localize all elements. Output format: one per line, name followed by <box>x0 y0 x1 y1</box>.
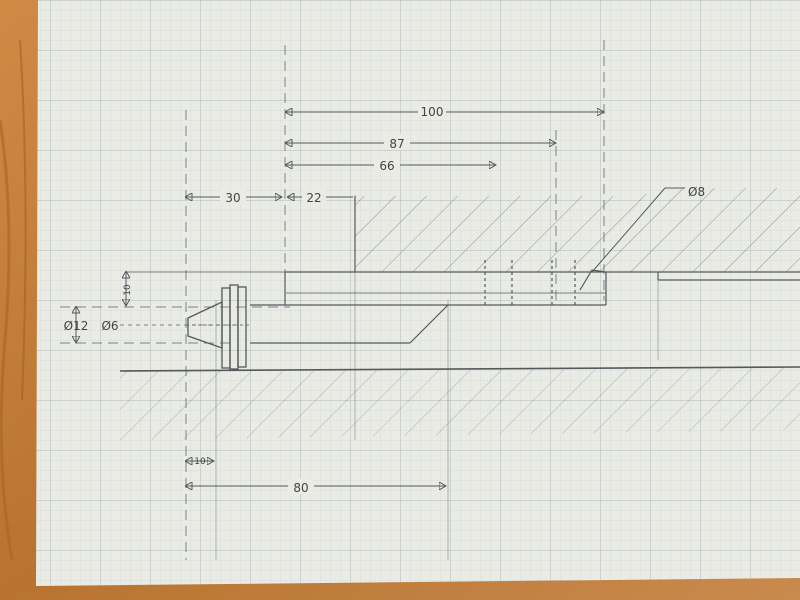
dim-diameter-8: Ø8 <box>688 185 705 199</box>
dim-10-bottom: 10 <box>194 457 206 467</box>
base-top-edge <box>119 366 800 372</box>
dim-66: 66 <box>379 159 394 173</box>
lower-hatched-base <box>120 368 800 440</box>
dim-diameter-6: Ø6 <box>101 319 118 333</box>
dim-80: 80 <box>293 481 308 495</box>
upper-hatched-part <box>355 188 800 272</box>
leader-dia8 <box>591 187 666 273</box>
dim-87: 87 <box>389 137 404 151</box>
dim-diameter-12: Ø12 <box>64 319 89 333</box>
dim-22: 22 <box>306 191 321 205</box>
dim-10-vertical: 10 <box>123 284 133 296</box>
dim-30: 30 <box>225 191 240 205</box>
tool-head <box>186 284 250 370</box>
dim-100: 100 <box>421 105 444 119</box>
